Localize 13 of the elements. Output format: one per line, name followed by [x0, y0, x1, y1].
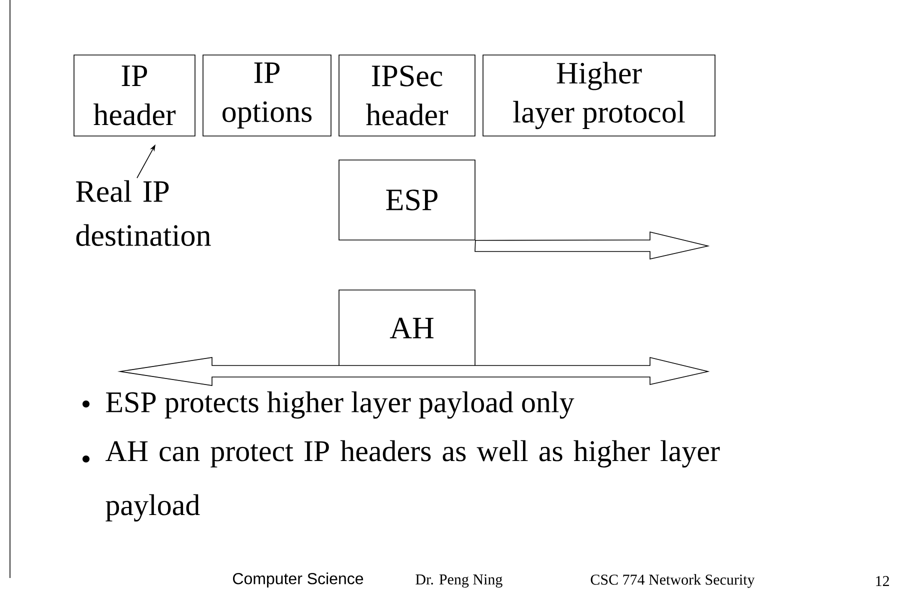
- footer-text: CSC 774 Network Security: [590, 574, 755, 588]
- header-box: IPSec header: [338, 54, 476, 136]
- header-box: Higher layer protocol: [482, 54, 716, 136]
- header-box: IP header: [74, 54, 196, 136]
- bullet-text: AH can protect IP headers as well as higher layer payload: [106, 440, 720, 522]
- page-number: 12: [876, 576, 889, 586]
- footer-text: Computer Science: [233, 572, 364, 588]
- footer-text: Dr. Peng Ning: [416, 574, 502, 588]
- annotation-text: Real IP destination: [76, 180, 211, 246]
- block-arrow: [474, 232, 710, 260]
- header-box: IP options: [202, 54, 332, 136]
- header-box: ESP: [338, 160, 476, 240]
- bullet-text: ESP protects higher layer payload only: [106, 391, 574, 419]
